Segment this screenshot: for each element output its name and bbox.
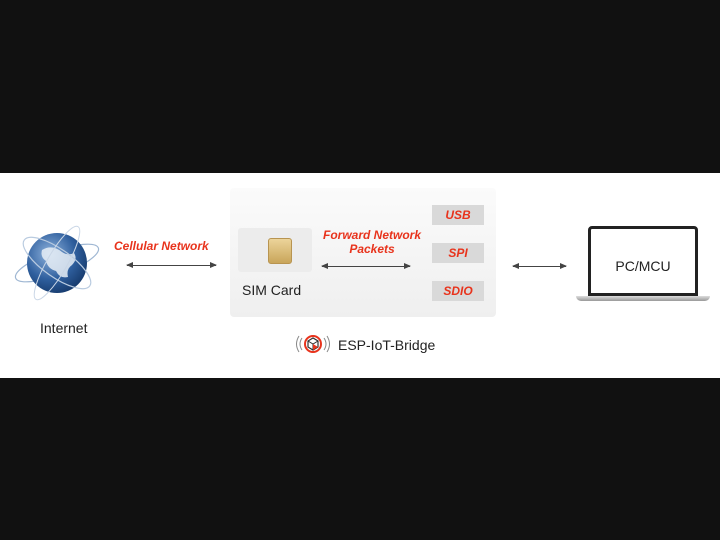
sim-card-label: SIM Card xyxy=(242,282,302,298)
cellular-network-label: Cellular Network xyxy=(114,239,209,253)
laptop-icon xyxy=(588,226,698,296)
sim-card-icon xyxy=(238,228,312,272)
esp-logo-icon xyxy=(296,335,330,353)
forward-packets-line1: Forward Network xyxy=(322,228,421,242)
globe-icon xyxy=(14,225,100,301)
forward-arrow xyxy=(321,263,411,269)
internet-label: Internet xyxy=(40,320,88,336)
interface-spi: SPI xyxy=(432,243,484,263)
laptop-base xyxy=(576,296,710,301)
forward-packets-label: Forward Network Packets xyxy=(314,228,430,256)
forward-packets-line2: Packets xyxy=(349,242,395,256)
interface-usb: USB xyxy=(432,205,484,225)
bridge-name: ESP-IoT-Bridge xyxy=(338,337,436,353)
host-label: PC/MCU xyxy=(615,258,671,274)
interface-sdio: SDIO xyxy=(432,281,484,301)
host-arrow xyxy=(512,263,567,269)
cellular-arrow xyxy=(126,262,217,268)
